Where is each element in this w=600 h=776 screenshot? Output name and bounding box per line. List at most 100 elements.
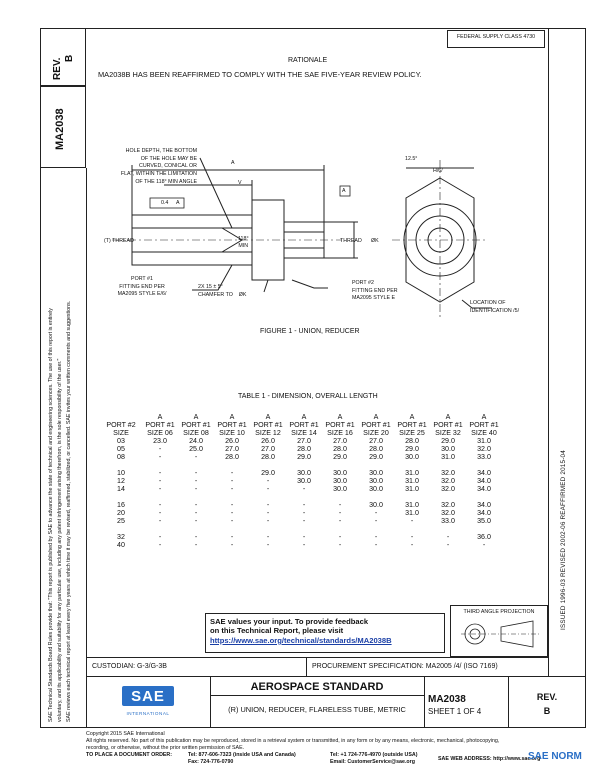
- table-cell-length: 31.0: [405, 485, 419, 493]
- chamfer-line-1: 2X 15 ± 5°: [198, 284, 223, 290]
- table-cell-length: -: [230, 533, 234, 541]
- dimension-a: A: [231, 160, 235, 166]
- table-cell-length: 28.0: [297, 445, 311, 453]
- table-cell-length: -: [302, 541, 306, 549]
- doc-description: (R) UNION, REDUCER, FLARELESS TUBE, METR…: [228, 705, 406, 714]
- side-rev: B: [64, 54, 75, 62]
- table-cell-length: 27.0: [225, 445, 239, 453]
- table-cell-length: -: [266, 501, 270, 509]
- side-doc-number: MA2038: [54, 108, 66, 150]
- col-header-port: PORT #1: [217, 421, 247, 429]
- table-group-spacer: [100, 525, 502, 533]
- table-cell-length: -: [194, 541, 198, 549]
- supply-class-stamp: FEDERAL SUPPLY CLASS 4730: [447, 30, 545, 48]
- table-cell-length: -: [194, 517, 198, 525]
- aerospace-standard: AEROSPACE STANDARD: [250, 681, 384, 693]
- table-cell-length: -: [158, 453, 162, 461]
- feedback-link[interactable]: https://www.sae.org/technical/standards/…: [210, 635, 392, 645]
- port2-line-3: MA2095 STYLE E: [352, 295, 395, 302]
- table-cell-port2-size: 25: [117, 517, 125, 525]
- table-cell-length: 30.0: [405, 453, 419, 461]
- legal-line-1: SAE Technical Standards Board Rules prov…: [48, 308, 54, 722]
- col-header-a: A: [481, 413, 487, 421]
- col-header-a: A: [157, 413, 163, 421]
- chamfer-angle: 12.5°: [405, 156, 418, 162]
- footer-email: Email: CustomerService@sae.org: [330, 759, 415, 765]
- hex-end-view: [405, 177, 475, 303]
- table-cell-port2-size: 32: [117, 533, 125, 541]
- doc-number-box: [40, 86, 86, 168]
- table-cell-length: 30.0: [369, 469, 383, 477]
- table-cell-length: 34.0: [477, 501, 491, 509]
- table-cell-length: -: [410, 533, 414, 541]
- title-rev: B: [543, 706, 551, 716]
- datum-a: A: [342, 188, 346, 194]
- table-cell-length: -: [230, 541, 234, 549]
- table-cell-length: -: [194, 453, 198, 461]
- table-cell-length: -: [194, 477, 198, 485]
- table-cell-length: -: [230, 469, 234, 477]
- union-reducer-drawing: [112, 157, 492, 320]
- table-cell-length: 30.0: [369, 477, 383, 485]
- sae-logo: SAE INTERNATIONAL: [120, 684, 176, 716]
- rev-box: [40, 28, 86, 86]
- chamfer-note: 2X 15 ± 5° CHAMFER TO ØK: [198, 284, 246, 299]
- col-header-a: A: [193, 413, 199, 421]
- table-cell-port2-size: 05: [117, 445, 125, 453]
- table-cell-length: 32.0: [441, 485, 455, 493]
- table-cell-length: 26.0: [261, 437, 275, 445]
- datum-box: [339, 185, 351, 197]
- hole-note-1: HOLE DEPTH, THE BOTTOM: [125, 148, 197, 154]
- col-header-size: SIZE 12: [255, 429, 281, 437]
- table-cell-length: 26.0: [225, 437, 239, 445]
- table-cell-length: -: [158, 501, 162, 509]
- tolerance-value: 0.4: [161, 200, 169, 206]
- footer-tel: Tel: 877-606-7323 (inside USA and Canada…: [188, 752, 296, 758]
- table-cell-length: 29.0: [369, 453, 383, 461]
- hole-note: HOLE DEPTH, THE BOTTOM OF THE HOLE MAY B…: [97, 148, 197, 187]
- col-header-a: A: [445, 413, 451, 421]
- table-cell-length: -: [194, 469, 198, 477]
- port1-line-2: FITTING END PER: [119, 283, 165, 290]
- table-cell-port2-size: 10: [117, 469, 125, 477]
- table-cell-length: -: [230, 501, 234, 509]
- col-header-port2-line1: PORT #2: [106, 421, 136, 429]
- table-cell-length: -: [374, 533, 378, 541]
- chamfer-to: CHAMFER TO: [198, 291, 233, 298]
- tolerance-frame: [149, 197, 185, 209]
- table-cell-length: -: [410, 541, 414, 549]
- col-header-size: SIZE 16: [327, 429, 353, 437]
- col-header-size: SIZE 14: [291, 429, 317, 437]
- footer-web[interactable]: SAE WEB ADDRESS: http://www.sae.org: [438, 756, 541, 762]
- table-cell-port2-size: 12: [117, 477, 125, 485]
- table-cell-length: -: [266, 517, 270, 525]
- table-cell-length: 31.0: [405, 509, 419, 517]
- col-header-size: SIZE 32: [435, 429, 461, 437]
- table-cell-length: -: [158, 533, 162, 541]
- table-cell-length: -: [158, 509, 162, 517]
- port1-line-3: MA2095 STYLE E/6/: [117, 291, 167, 298]
- table-cell-length: 32.0: [441, 509, 455, 517]
- table-cell-length: -: [266, 509, 270, 517]
- col-header-port: PORT #1: [325, 421, 355, 429]
- table-cell-length: 32.0: [477, 445, 491, 453]
- col-header-port: PORT #1: [433, 421, 463, 429]
- rationale-title: RATIONALE: [288, 57, 328, 64]
- col-header-size: SIZE 06: [147, 429, 173, 437]
- footer-tel2: Tel: +1 724-776-4970 (outside USA): [330, 752, 418, 758]
- col-header-a: A: [373, 413, 379, 421]
- port1-line-1: PORT #1: [131, 276, 153, 282]
- col-header-a: A: [301, 413, 307, 421]
- table-cell-length: 29.0: [441, 437, 455, 445]
- table-cell-length: -: [482, 541, 486, 549]
- projection-label: THIRD ANGLE PROJECTION: [463, 609, 535, 615]
- footer-order: TO PLACE A DOCUMENT ORDER:: [86, 752, 173, 758]
- table-cell-port2-size: 40: [117, 541, 125, 549]
